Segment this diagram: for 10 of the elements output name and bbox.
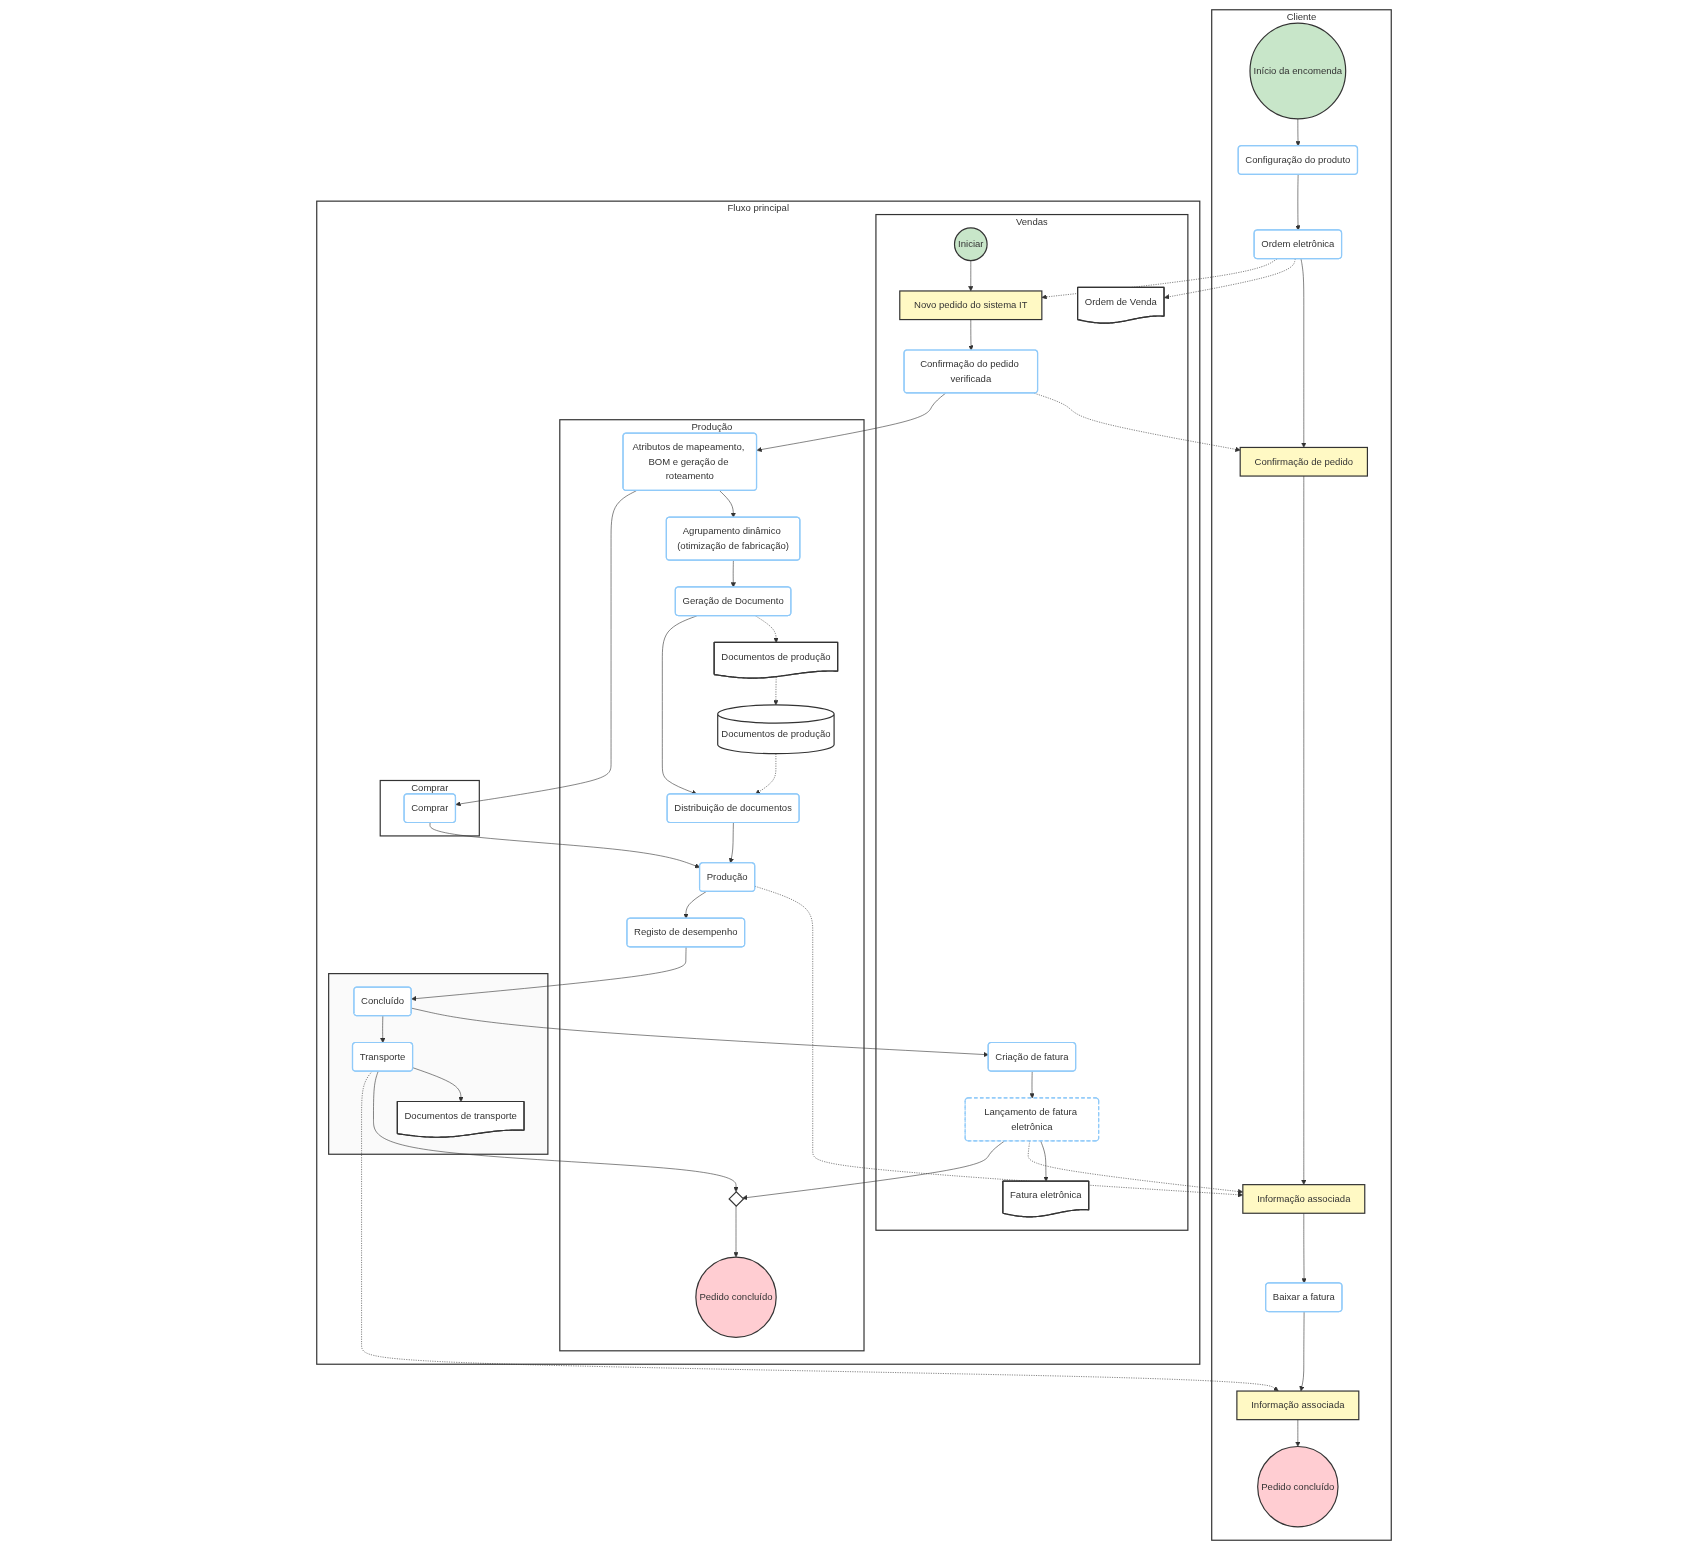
- node-circle: Pedido concluído: [695, 1255, 777, 1338]
- cluster: [328, 972, 549, 1155]
- node-box: Informação associada: [1236, 1389, 1360, 1420]
- node-box: Novo pedido do sistema IT: [899, 289, 1043, 320]
- node-circle: Iniciar: [953, 226, 988, 261]
- node-box: Informação associada: [1242, 1183, 1366, 1214]
- node-diamond: [728, 1190, 745, 1207]
- node-circle: Início da encomenda: [1249, 22, 1347, 119]
- node-circle: Pedido concluído: [1257, 1445, 1339, 1527]
- node-box: Confirmação de pedido: [1239, 446, 1368, 477]
